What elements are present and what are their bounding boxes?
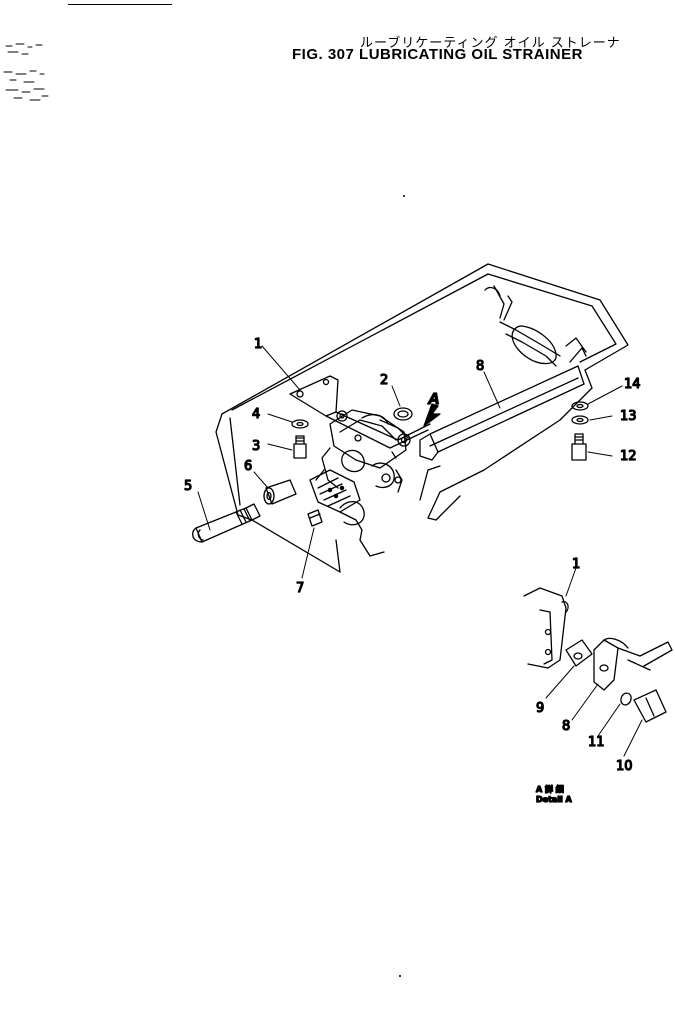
detail-callout-10: 10 bbox=[616, 759, 633, 774]
callout-2: 2 bbox=[380, 373, 388, 388]
leader-lines bbox=[197, 345, 623, 579]
oil-pan bbox=[215, 263, 629, 573]
relief-valve bbox=[309, 469, 385, 573]
bolt-12 bbox=[571, 433, 587, 461]
detail-callout-11: 11 bbox=[588, 735, 605, 750]
callout-3: 3 bbox=[252, 439, 260, 454]
strainer-body bbox=[321, 409, 411, 493]
lock-washer-13 bbox=[571, 415, 589, 425]
callout-4: 4 bbox=[252, 407, 260, 422]
pin bbox=[307, 509, 323, 527]
scan-specks bbox=[3, 43, 49, 101]
detail-caption-jp: A 詳 細 bbox=[536, 784, 564, 794]
speck bbox=[399, 975, 401, 977]
view-arrow-label: A bbox=[427, 391, 440, 408]
detail-callout-9: 9 bbox=[536, 701, 544, 716]
detail-a-drawing bbox=[523, 587, 673, 723]
callout-1: 1 bbox=[254, 337, 262, 352]
detail-callout-8: 8 bbox=[562, 719, 570, 734]
callout-5: 5 bbox=[184, 479, 192, 494]
detail-caption-en: Detail A bbox=[536, 795, 573, 804]
view-arrow-a bbox=[423, 403, 441, 427]
sleeve bbox=[263, 479, 297, 505]
callout-13: 13 bbox=[620, 409, 637, 424]
callout-6: 6 bbox=[244, 459, 252, 474]
figure-title-japanese: ルーブリケーティング オイル ストレーナ bbox=[360, 36, 621, 51]
top-rule bbox=[68, 4, 172, 5]
callout-12: 12 bbox=[620, 449, 637, 464]
washer-4 bbox=[291, 419, 309, 429]
callout-7: 7 bbox=[296, 581, 304, 596]
bolt-3 bbox=[293, 435, 307, 459]
long-bolt bbox=[191, 503, 261, 543]
o-ring-2 bbox=[393, 407, 413, 421]
figure-title: FIG. 307 LUBRICATING OIL STRAINER bbox=[292, 46, 583, 63]
washer-14 bbox=[571, 401, 589, 411]
detail-callout-1: 1 bbox=[572, 557, 580, 572]
callout-8: 8 bbox=[476, 359, 484, 374]
callout-14: 14 bbox=[624, 377, 641, 392]
detail-leader-lines bbox=[545, 567, 643, 757]
speck bbox=[403, 195, 405, 197]
suction-pipe bbox=[419, 285, 587, 461]
